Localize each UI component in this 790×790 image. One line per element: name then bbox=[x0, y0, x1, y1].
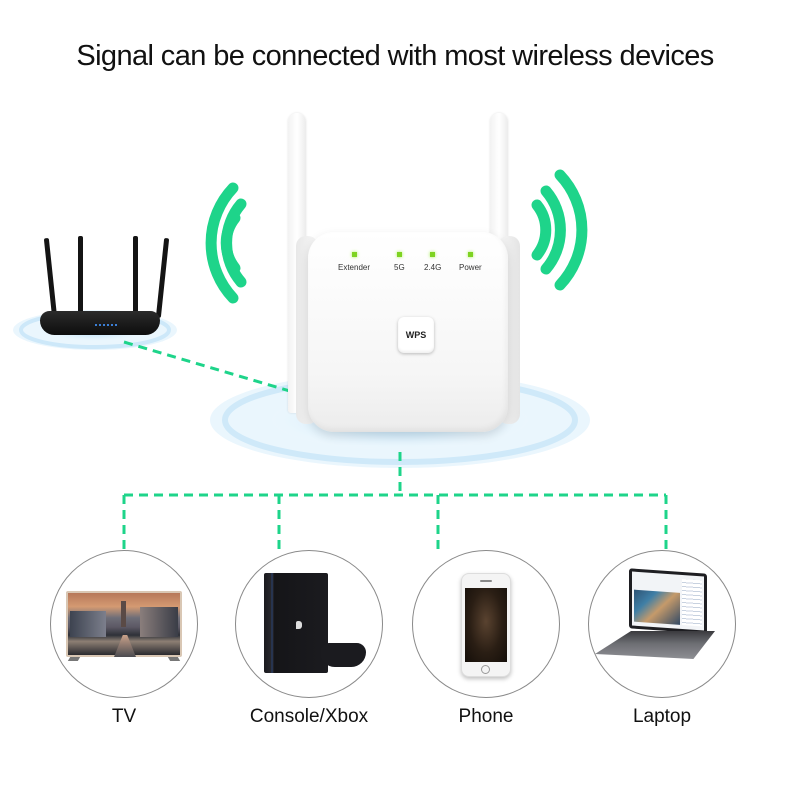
device-console bbox=[235, 550, 383, 698]
led-icon bbox=[351, 252, 357, 257]
device-laptop bbox=[588, 550, 736, 698]
led-icon bbox=[396, 252, 402, 257]
led-icon bbox=[430, 252, 436, 257]
device-label-laptop: Laptop bbox=[632, 706, 692, 727]
device-tree-lines bbox=[122, 452, 668, 550]
device-tv bbox=[50, 550, 198, 698]
led-icon bbox=[467, 252, 473, 257]
device-label-console: Console/Xbox bbox=[249, 706, 369, 727]
wifi-waves-right-icon bbox=[531, 169, 588, 291]
tv-icon bbox=[66, 591, 182, 657]
router-antenna bbox=[133, 236, 138, 316]
device-phone bbox=[412, 550, 560, 698]
router-status-leds bbox=[95, 324, 119, 326]
headline: Signal can be connected with most wirele… bbox=[76, 40, 714, 72]
router-link-line bbox=[123, 340, 294, 394]
smartphone-icon bbox=[461, 573, 511, 677]
indicator-2-4g: 2.4G bbox=[424, 252, 441, 272]
indicator-extender: Extender bbox=[338, 252, 370, 272]
wps-button: WPS bbox=[398, 317, 434, 353]
gamepad-icon bbox=[320, 643, 366, 667]
router-antenna bbox=[78, 236, 83, 316]
indicator-row: Extender 5G 2.4G Power bbox=[338, 252, 498, 282]
indicator-power: Power bbox=[459, 252, 482, 272]
device-label-phone: Phone bbox=[458, 706, 514, 727]
indicator-5g: 5G bbox=[394, 252, 405, 272]
device-label-tv: TV bbox=[111, 706, 137, 727]
wifi-waves-left-icon bbox=[205, 182, 247, 304]
router-body bbox=[40, 311, 160, 335]
